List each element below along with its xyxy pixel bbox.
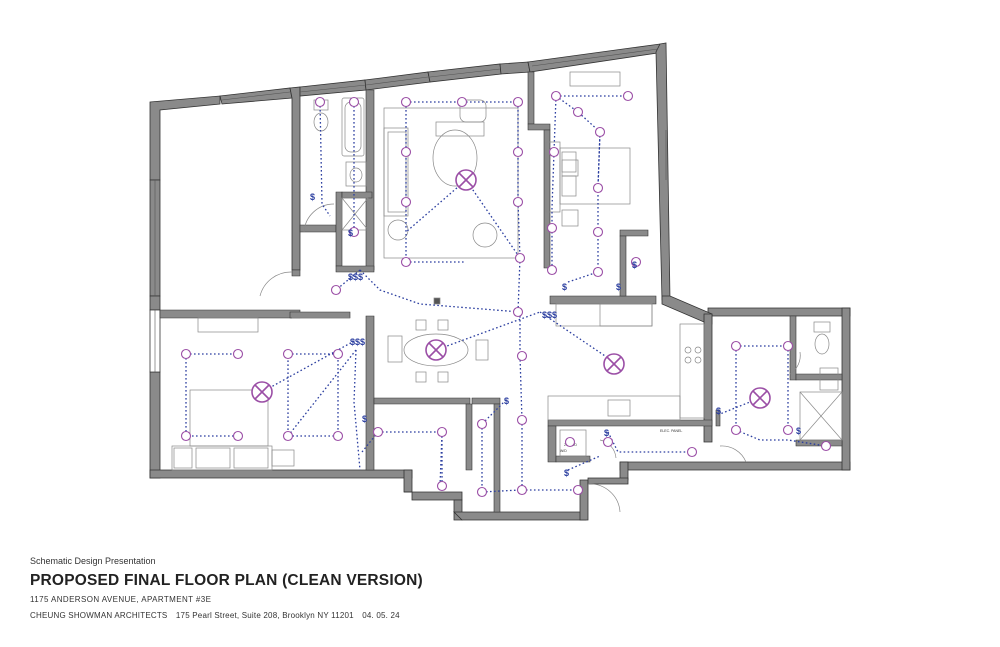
switch-symbol: $$$ — [348, 272, 363, 282]
light-fixtures — [180, 90, 832, 498]
window-glazing — [154, 48, 667, 372]
fixtures — [171, 71, 843, 513]
switch-symbol: $ — [632, 260, 637, 270]
switch-symbol: $ — [562, 282, 567, 292]
ceiling-fixture-bath — [749, 387, 771, 409]
switch-symbol: $ — [564, 468, 569, 478]
switch-symbol: $ — [310, 192, 315, 202]
sink — [345, 161, 367, 187]
ceiling-fixture-kitchen — [603, 353, 625, 375]
sheet-title: PROPOSED FINAL FLOOR PLAN (CLEAN VERSION… — [30, 572, 423, 589]
wd-label-2: W/D — [560, 449, 567, 453]
switch-symbol: $ — [604, 428, 609, 438]
switch-symbol: $$$ — [350, 337, 365, 347]
switch-symbol: $ — [348, 228, 353, 238]
ceiling-fixture-living — [455, 169, 477, 191]
switch-symbol: $ — [716, 406, 721, 416]
circuit-lines — [185, 95, 827, 493]
kitchen-counter — [555, 303, 653, 327]
firm-name: CHEUNG SHOWMAN ARCHITECTS — [30, 611, 168, 620]
sofa — [383, 127, 409, 217]
dining-table — [403, 333, 469, 367]
firm-address: 175 Pearl Street, Suite 208, Brooklyn NY… — [175, 611, 354, 620]
project-address: 1175 ANDERSON AVENUE, APARTMENT #3E — [30, 595, 212, 604]
ceiling-fixtures — [251, 169, 771, 409]
switches: $ $ $$$ $$$ $ $ $ $$$ $ $ $ $ $ $ — [310, 192, 801, 478]
ceiling-fixture-dining — [425, 339, 447, 361]
sheet-subtitle: Schematic Design Presentation — [30, 556, 156, 566]
switch-symbol: $$$ — [542, 310, 557, 320]
elec-panel-label: ELEC. PANEL — [660, 429, 682, 433]
ceiling-fixture-bedroom — [251, 381, 273, 403]
switch-symbol: $ — [796, 426, 801, 436]
firm-info: CHEUNG SHOWMAN ARCHITECTS 175 Pearl Stre… — [30, 611, 406, 620]
coffee-table — [432, 129, 478, 187]
switch-symbol: $ — [362, 414, 367, 424]
switch-symbol: $ — [504, 396, 509, 406]
side-table — [472, 222, 498, 248]
sheet-date: 04. 05. 24 — [362, 611, 400, 620]
switch-symbol: $ — [616, 282, 621, 292]
exterior-walls — [149, 42, 851, 521]
